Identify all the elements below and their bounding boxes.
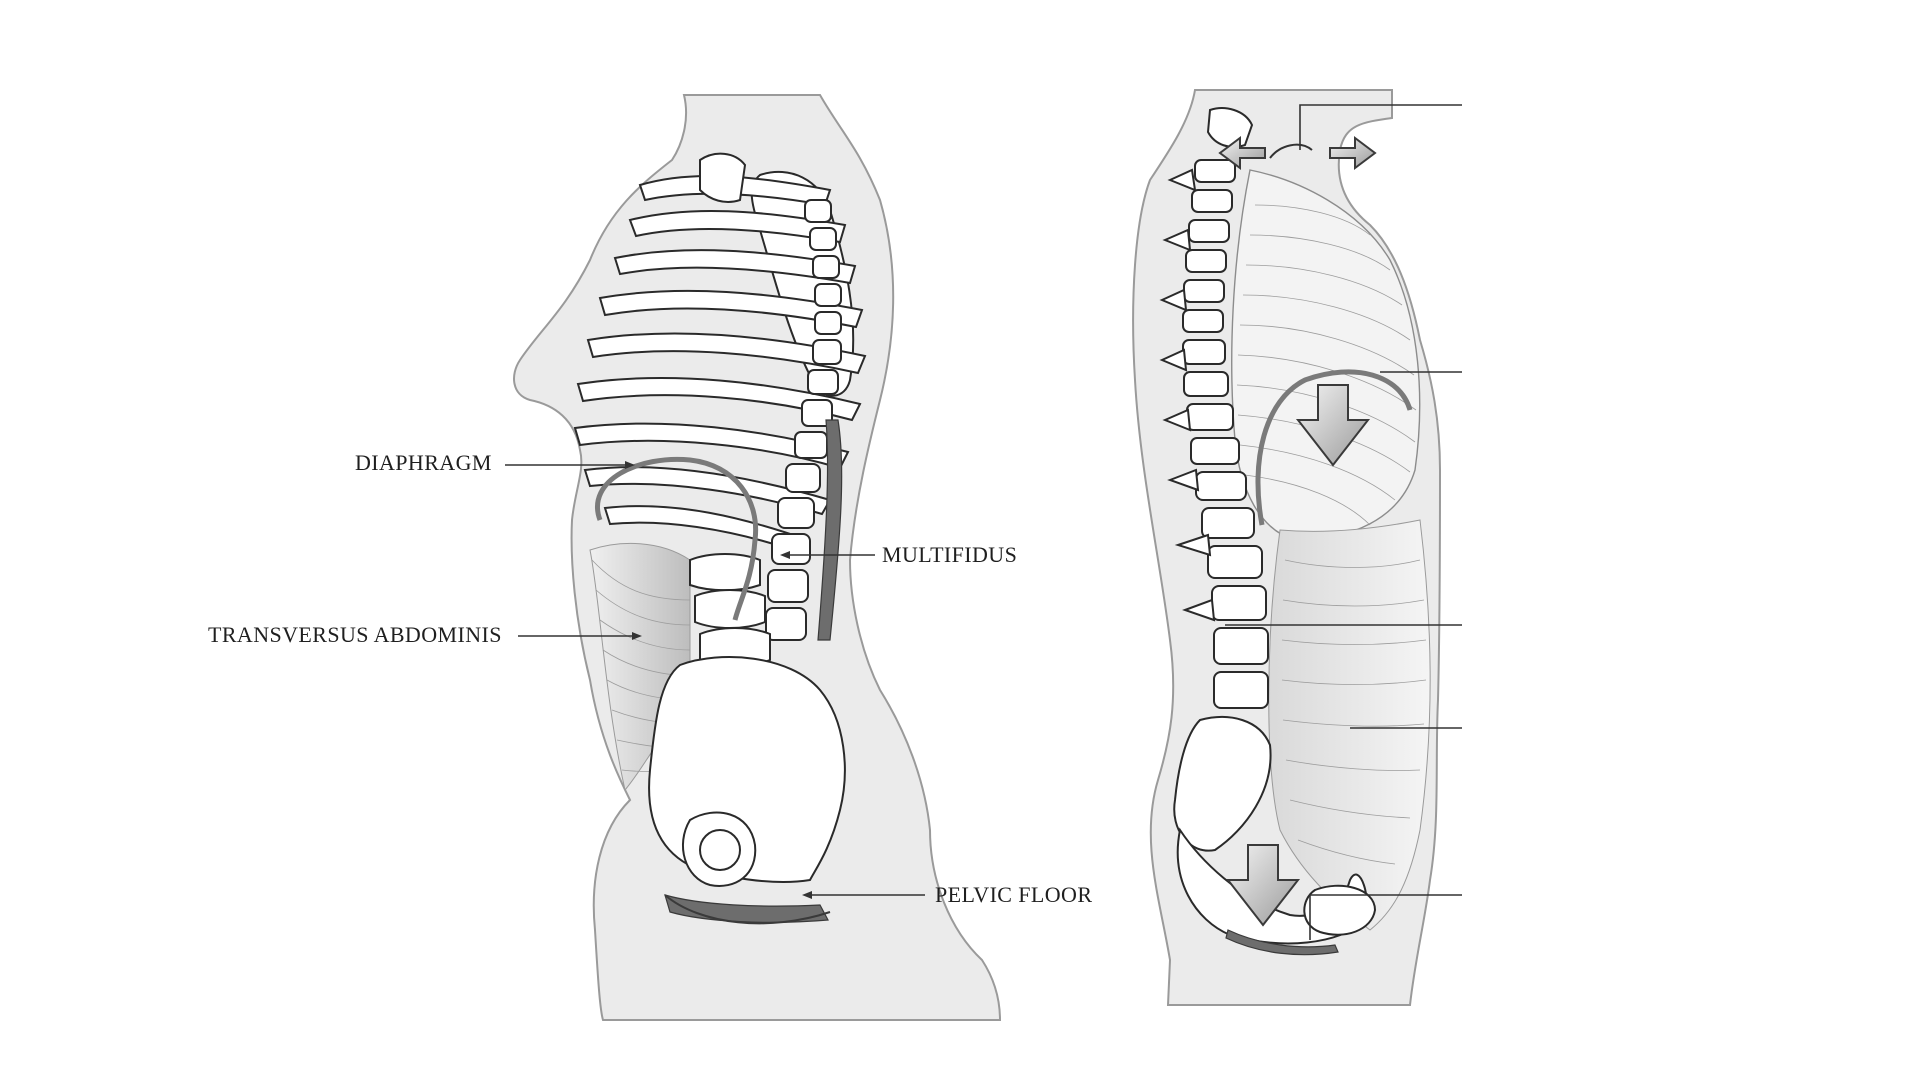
label-diaphragm-group: DIAPHRAGM [355, 450, 635, 475]
left-rib-cage [573, 174, 867, 554]
left-body-silhouette [513, 94, 1002, 1021]
right-torso-figure [1132, 89, 1442, 1006]
leader-transversus-arrowhead [632, 632, 642, 640]
right-pubic-bone [1303, 884, 1377, 936]
right-abdominal-fibers [1281, 559, 1427, 865]
label-pelvic-floor: PELVIC FLOOR [935, 882, 1092, 907]
neck-curve [1269, 143, 1313, 159]
left-femur-head [699, 829, 741, 871]
neck-right-arrow-icon [1329, 136, 1377, 170]
label-transversus-group: TRANSVERSUS ABDOMINIS [208, 622, 642, 647]
pelvic-floor-sling [664, 894, 831, 925]
right-diaphragm-dome [1255, 369, 1413, 526]
leader-multifidus-arrowhead [780, 551, 790, 559]
diaphragm-muscle [595, 456, 759, 621]
label-multifidus-group: MULTIFIDUS [780, 542, 1017, 567]
leader-right-neck [1299, 104, 1462, 150]
diaphragm-down-arrow-icon [1295, 384, 1371, 467]
right-ribs [1236, 204, 1417, 526]
label-pelvic-floor-group: PELVIC FLOOR [802, 882, 1092, 907]
label-transversus-abdominis: TRANSVERSUS ABDOMINIS [208, 622, 502, 647]
right-sacrum [1173, 716, 1272, 852]
leader-diaphragm-arrowhead [625, 461, 635, 469]
leader-pelvic-floor-arrowhead [802, 891, 812, 899]
left-sternum [699, 152, 747, 203]
multifidus-muscle [817, 419, 843, 641]
neck-left-arrow-icon [1218, 136, 1266, 170]
label-diaphragm: DIAPHRAGM [355, 450, 492, 475]
right-pelvic-floor [1225, 929, 1339, 956]
right-rib-cage-outline [1231, 169, 1421, 541]
left-torso-figure [513, 94, 1002, 1021]
leader-right-pelvic-floor [1309, 894, 1462, 940]
pelvic-floor-down-arrow-icon [1225, 844, 1301, 927]
label-multifidus: MULTIFIDUS [882, 542, 1017, 567]
right-spinous-processes [1159, 168, 1216, 622]
right-spine [1182, 107, 1269, 709]
right-leader-lines [1225, 104, 1462, 940]
left-lumbar-vertebrae [689, 553, 771, 667]
